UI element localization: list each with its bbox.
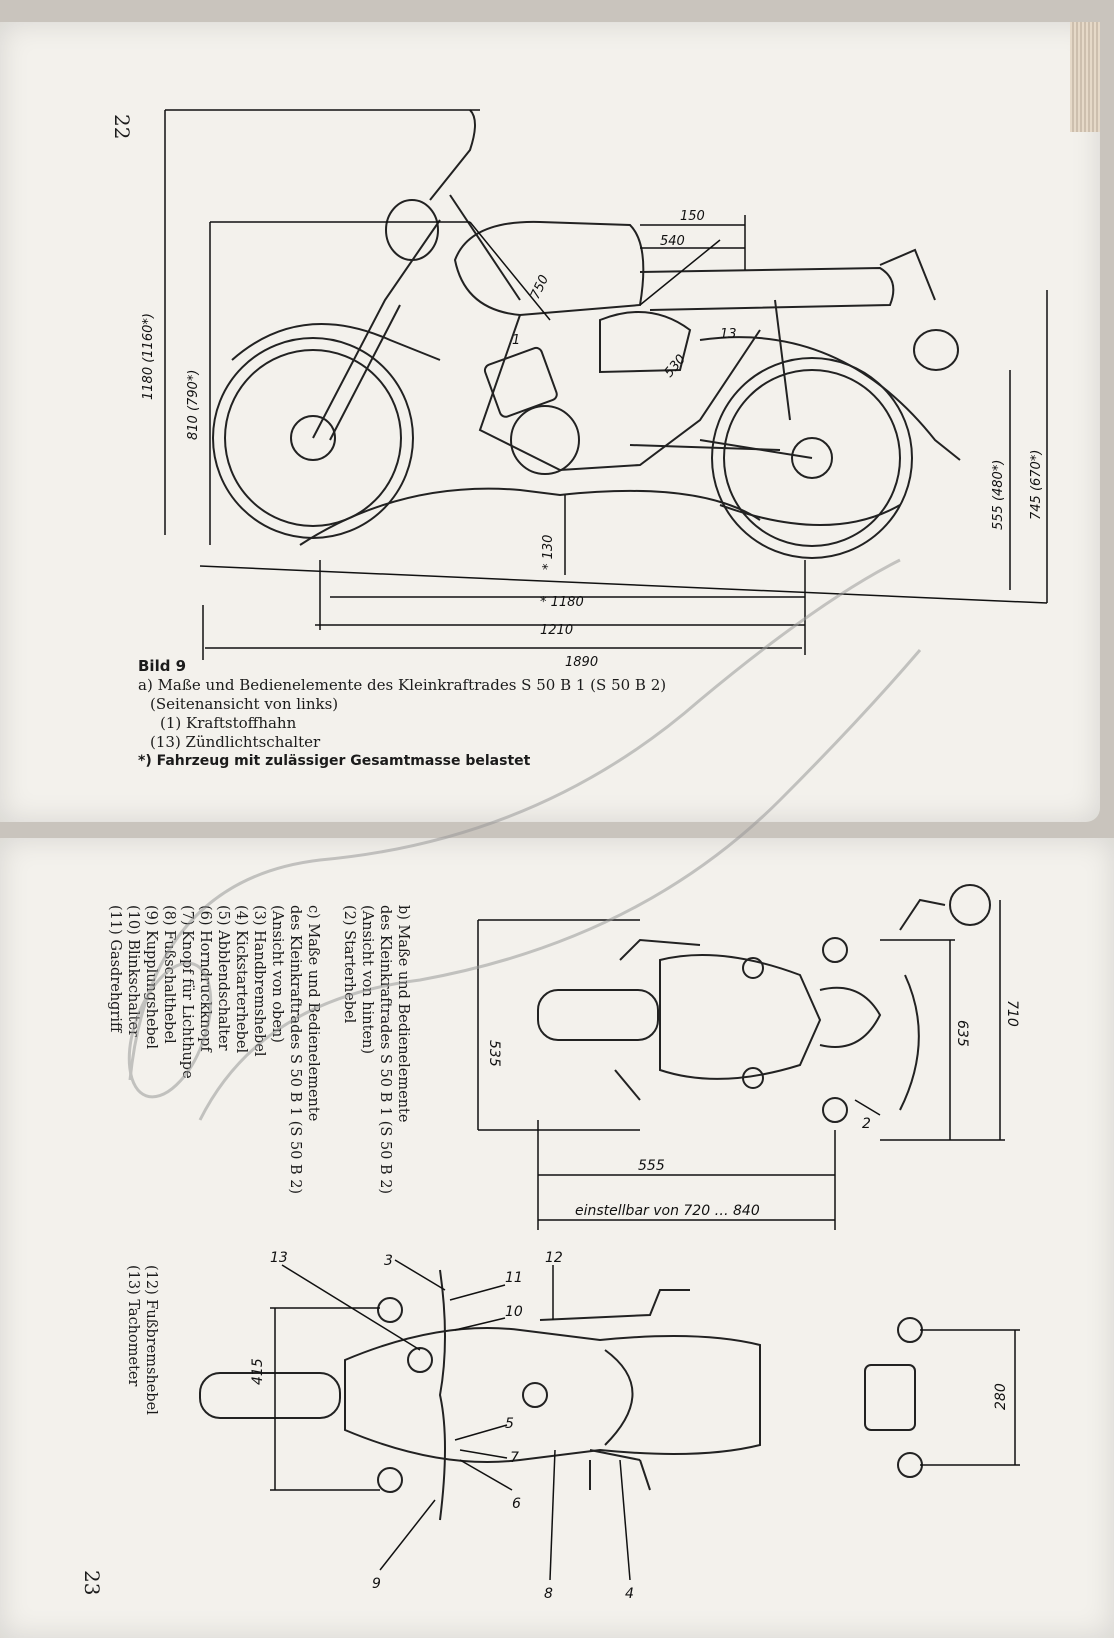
label-5: 5	[505, 1416, 514, 1432]
label-4: 4	[625, 1586, 634, 1602]
label-13: 13	[720, 327, 737, 342]
dim-745: 745 (670*)	[1029, 450, 1044, 520]
label-10: 10	[505, 1304, 523, 1320]
label-13-top: 13	[270, 1250, 288, 1266]
dim-1180: 1180 (1160*)	[141, 313, 156, 400]
label-11: 11	[505, 1270, 523, 1286]
dim-540: 540	[660, 234, 685, 249]
label-6: 6	[512, 1496, 521, 1512]
dim-555: 555 (480*)	[991, 460, 1006, 530]
label-8: 8	[544, 1586, 553, 1602]
label-3: 3	[384, 1253, 393, 1269]
dim-710: 710	[1004, 1000, 1020, 1027]
dim-280: 280	[993, 1383, 1009, 1410]
dim-635: 635	[954, 1020, 970, 1047]
label-2: 2	[862, 1116, 871, 1132]
label-1: 1	[512, 333, 520, 348]
dim-adjustable: einstellbar von 720 … 840	[575, 1203, 760, 1219]
label-12: 12	[545, 1250, 563, 1266]
dim-150: 150	[680, 209, 705, 224]
dim-415: 415	[250, 1358, 266, 1385]
dim-810: 810 (790*)	[186, 370, 201, 440]
page-edges	[1070, 22, 1100, 132]
rear-wheel	[711, 357, 913, 559]
dim-555-rear: 555	[638, 1158, 665, 1174]
label-7: 7	[510, 1450, 519, 1466]
label-9: 9	[372, 1576, 381, 1592]
